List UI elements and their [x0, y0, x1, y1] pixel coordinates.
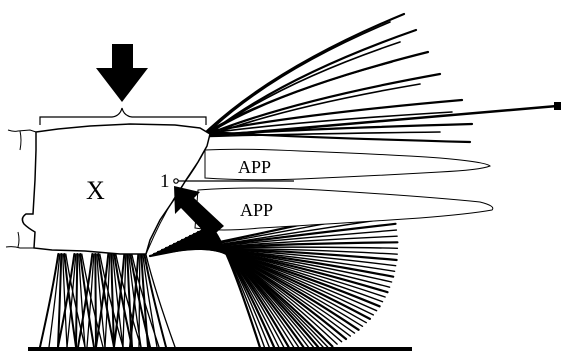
square-end-icon — [554, 102, 561, 110]
fiber-strand — [96, 253, 106, 348]
fiber-strand — [63, 253, 77, 348]
fiber-strand — [48, 253, 61, 348]
fiber-strand — [206, 98, 464, 134]
fiber-strand — [113, 253, 126, 348]
fiber-strand — [78, 253, 86, 348]
arrow-up-left-icon — [174, 186, 224, 238]
fiber-strand — [95, 253, 110, 348]
fiber-strand — [145, 253, 176, 348]
fiber-strand — [99, 253, 124, 348]
bottom-fiber-bundle — [39, 253, 176, 348]
fiber-strand — [57, 253, 76, 348]
fiber-strand — [62, 253, 68, 348]
fiber-strand — [143, 253, 167, 348]
fiber-strand — [142, 253, 158, 348]
marker-1-dot — [173, 178, 179, 184]
fiber-strand — [186, 236, 343, 343]
arrow-down-icon — [96, 44, 148, 102]
lower-app-probe — [194, 187, 494, 231]
fiber-strand — [94, 253, 97, 348]
fiber-strand — [113, 253, 133, 348]
block-x-label: X — [86, 176, 105, 205]
upper-fiber-bundle — [204, 12, 474, 144]
fiber-strand — [104, 253, 111, 348]
width-bracket — [39, 107, 207, 125]
fiber-strand — [180, 238, 360, 331]
left-cut-mark-top — [7, 129, 37, 151]
fiber-strand — [112, 253, 124, 348]
fiber-strand — [75, 253, 79, 348]
fiber-strand — [115, 253, 142, 348]
upper-app-probe — [204, 148, 491, 181]
fiber-strand — [204, 72, 442, 137]
fiber-strand — [65, 253, 86, 348]
fiber-strand — [39, 253, 60, 348]
fiber-strand — [205, 111, 453, 135]
fiber-strand — [138, 253, 141, 348]
fiber-strand — [184, 236, 348, 341]
fiber-strand — [207, 131, 441, 138]
fiber-strand — [140, 253, 149, 348]
fiber-strand — [77, 253, 94, 348]
fiber-strand — [206, 21, 391, 135]
fiber-strand — [207, 61, 393, 135]
marker-1-label: 1 — [160, 171, 170, 192]
fiber-strand — [86, 253, 95, 348]
upper-probe-label: APP — [238, 157, 271, 177]
fiber-strand — [204, 12, 406, 134]
fiber-strand — [129, 253, 140, 348]
fiber-strand — [110, 253, 115, 348]
fiber-strand — [81, 253, 104, 348]
lower-probe-label: APP — [240, 200, 273, 220]
fiber-strand — [97, 253, 115, 348]
block-x-inner-edge — [145, 145, 208, 255]
fiber-strand — [66, 253, 77, 348]
fiber-strand — [182, 238, 356, 334]
left-cut-mark-bottom — [5, 231, 34, 249]
long-rod — [207, 104, 558, 138]
fiber-strand — [57, 253, 63, 348]
fiber-strand — [122, 253, 127, 348]
fiber-strand — [206, 28, 418, 137]
